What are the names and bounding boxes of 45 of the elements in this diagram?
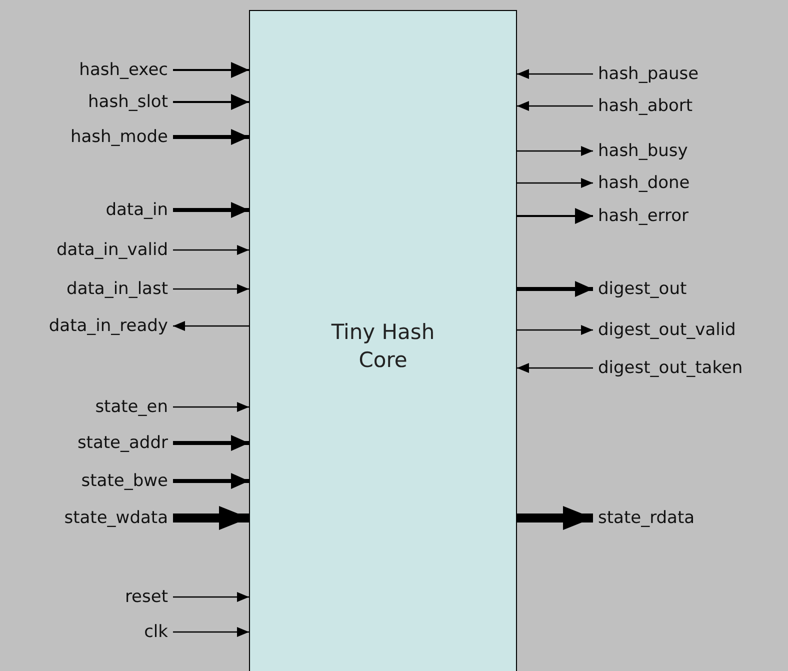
arrow — [173, 129, 249, 145]
arrow — [173, 402, 249, 412]
arrow — [173, 473, 249, 489]
signal-label: data_in_last — [66, 279, 168, 299]
signal-label: hash_busy — [598, 141, 688, 161]
arrow — [173, 245, 249, 255]
arrow — [173, 321, 249, 331]
signal-label: hash_exec — [79, 60, 168, 80]
arrow — [173, 202, 249, 218]
signal-label: reset — [124, 587, 168, 607]
signal-label: data_in_valid — [56, 240, 168, 260]
signal-label: state_wdata — [64, 508, 168, 528]
signal-label: hash_mode — [70, 127, 168, 147]
core-block: Tiny Hash Core — [249, 10, 517, 671]
arrow — [517, 208, 593, 224]
arrow — [517, 69, 593, 79]
signal-label: state_addr — [77, 433, 168, 453]
arrow — [173, 627, 249, 637]
signal-label: digest_out_taken — [598, 358, 743, 378]
signal-label: hash_done — [598, 173, 690, 193]
signal-label: state_en — [95, 397, 168, 417]
arrow — [517, 178, 593, 188]
signal-label: hash_error — [598, 206, 688, 226]
signal-label: hash_slot — [88, 92, 168, 112]
arrow — [173, 94, 249, 110]
arrow — [517, 146, 593, 156]
signal-label: digest_out_valid — [598, 320, 736, 340]
arrow — [173, 284, 249, 294]
signal-label: hash_pause — [598, 64, 699, 84]
signal-label: hash_abort — [598, 96, 693, 116]
arrow — [173, 506, 249, 530]
signal-label: clk — [144, 622, 168, 642]
signal-label: data_in — [106, 200, 168, 220]
arrow — [517, 101, 593, 111]
arrow — [173, 592, 249, 602]
arrow — [517, 325, 593, 335]
arrow — [173, 435, 249, 451]
signal-label: state_bwe — [81, 471, 168, 491]
signal-label: state_rdata — [598, 508, 695, 528]
signal-label: data_in_ready — [48, 316, 168, 336]
arrow — [173, 62, 249, 78]
arrow — [517, 281, 593, 297]
signal-label: digest_out — [598, 279, 687, 299]
arrow — [517, 363, 593, 373]
arrow — [517, 506, 593, 530]
